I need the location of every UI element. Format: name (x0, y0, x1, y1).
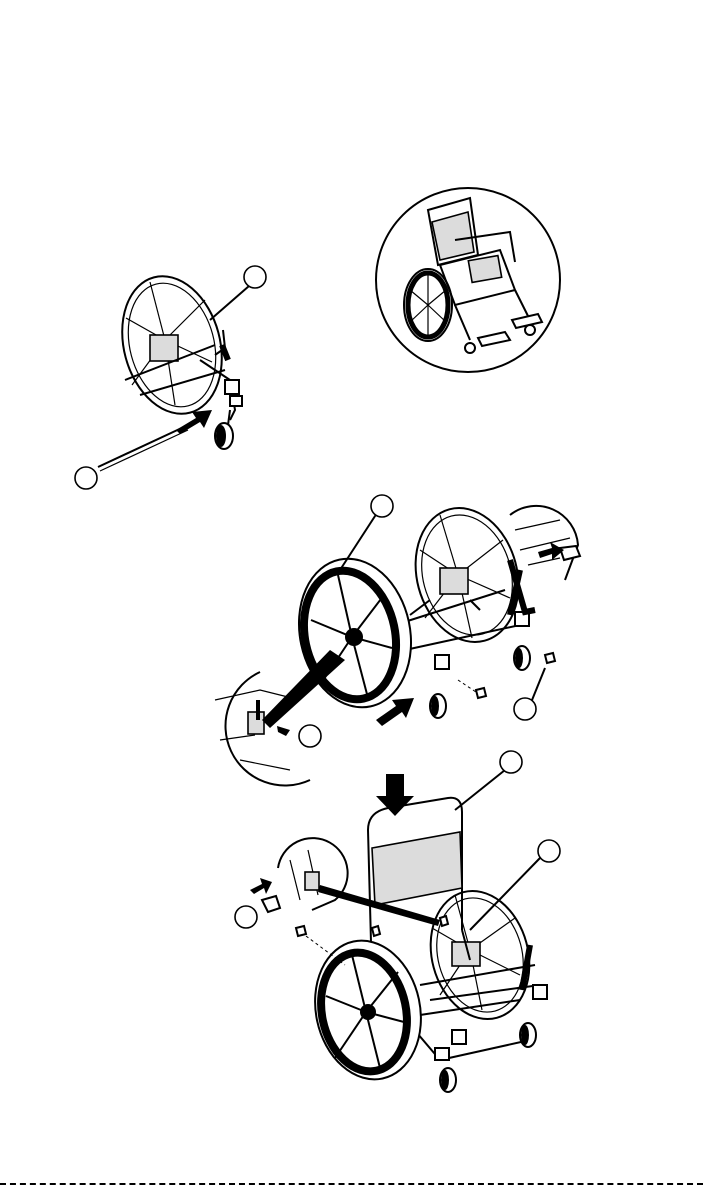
step3-backrest-fabric (372, 832, 462, 905)
step3-leader-7 (470, 858, 540, 930)
callout-3 (371, 495, 393, 517)
step1-bracket-b (230, 396, 242, 406)
step3-bolt-mid (372, 926, 380, 936)
overview-caster-left (465, 343, 475, 353)
inset-lock-clip (560, 546, 580, 560)
callout-6 (514, 698, 536, 720)
step2-assembly (286, 496, 555, 726)
inset-clip-arrow-icon (250, 878, 272, 894)
inset-clip-part (262, 896, 280, 912)
step3-bolt-left (296, 926, 306, 936)
step2-wheel-hub (345, 628, 363, 646)
step1-caster-stem (228, 410, 230, 425)
callout-1 (244, 266, 266, 288)
overview-caster-right (525, 325, 535, 335)
step2-bolt-right (545, 653, 555, 663)
step2-leader-6 (530, 668, 545, 705)
overview-legs (455, 290, 530, 340)
callout-8 (235, 906, 257, 928)
inset-lock-detail (510, 506, 580, 612)
inset-latch-arrow-icon (277, 726, 290, 736)
step2-cross-tubes (395, 590, 520, 650)
step1-bracket-a (225, 380, 239, 394)
step1-hub-plate (150, 335, 178, 361)
step1-frame-side (98, 265, 249, 471)
overview-footrest-left (478, 332, 510, 346)
page-cut-line (0, 1183, 703, 1191)
callout-2 (75, 467, 97, 489)
inset-latch-detail (215, 650, 345, 786)
inset-lock-outline (510, 506, 578, 580)
step1-caster-tire (216, 425, 226, 447)
step3-bolt-right (440, 916, 448, 926)
step3-assembly (296, 770, 547, 1092)
inset-clip-block (305, 872, 319, 890)
step1-leader-1 (210, 286, 249, 320)
callout-5 (500, 751, 522, 773)
callout-4 (299, 725, 321, 747)
step2-bolt-left (476, 688, 486, 698)
step3-leader-5 (455, 770, 505, 810)
overview-inset (376, 188, 560, 372)
step1-axle-rod (98, 426, 186, 467)
step3-wheel-hub (360, 1004, 376, 1020)
callout-7 (538, 840, 560, 862)
